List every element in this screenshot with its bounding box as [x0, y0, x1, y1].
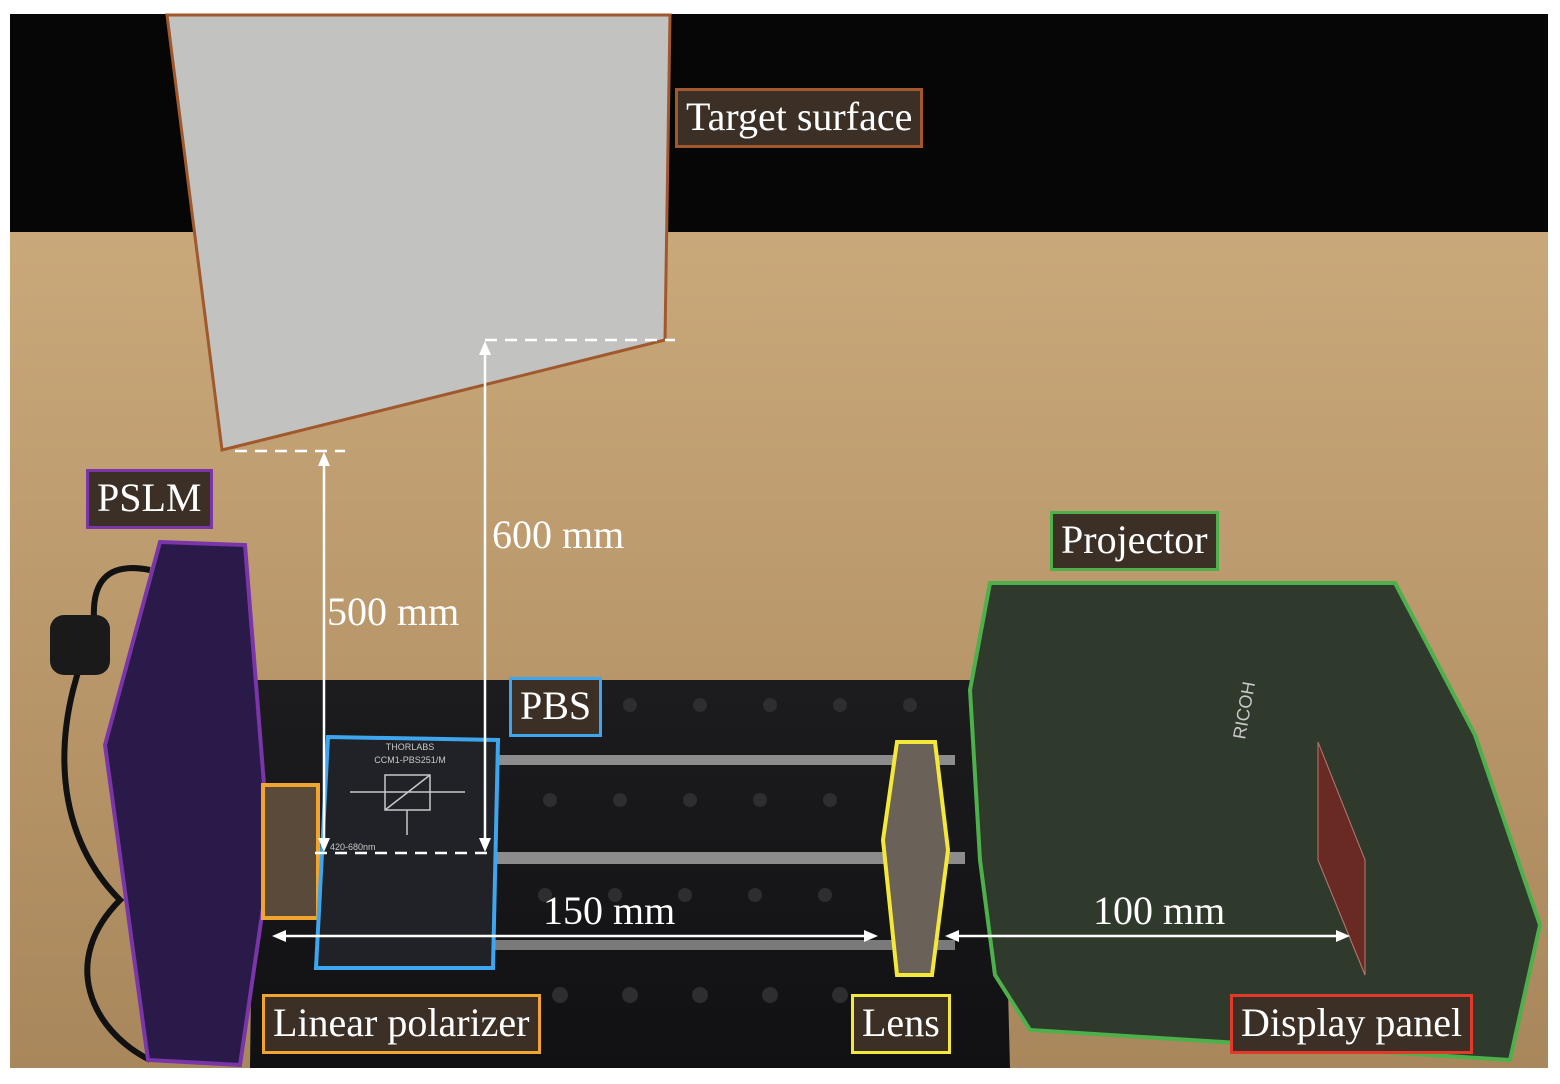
measurement-arrows [272, 341, 1350, 942]
pslm-device [102, 539, 273, 1068]
label-linear-polarizer: Linear polarizer [262, 994, 541, 1054]
dashed-reference-lines [235, 338, 675, 855]
ferrite-core [50, 615, 110, 675]
label-display-panel: Display panel [1230, 994, 1474, 1054]
label-pslm: PSLM [86, 469, 213, 529]
pbs-model-text: CCM1-PBS251/M [374, 755, 446, 765]
measurement-500mm: 500 mm [327, 589, 460, 634]
lens-device [880, 740, 951, 977]
label-target-surface: Target surface [675, 88, 924, 148]
pbs-symbol-icon [350, 774, 465, 835]
pbs-brand-text: THORLABS [386, 742, 435, 752]
measurement-100mm: 100 mm [1093, 888, 1226, 933]
measurement-600mm: 600 mm [492, 512, 625, 557]
pslm-cable [61, 565, 152, 1063]
breadboard-holes [538, 698, 917, 1003]
label-lens: Lens [851, 994, 951, 1054]
label-pbs: PBS [509, 677, 603, 737]
measurement-150mm: 150 mm [543, 888, 676, 933]
optical-rods [495, 755, 965, 950]
pbs-range-text: 420-680nm [330, 842, 376, 852]
display-panel-device [1317, 741, 1366, 976]
linear-polarizer-device [261, 783, 320, 920]
label-projector: Projector [1050, 511, 1219, 571]
